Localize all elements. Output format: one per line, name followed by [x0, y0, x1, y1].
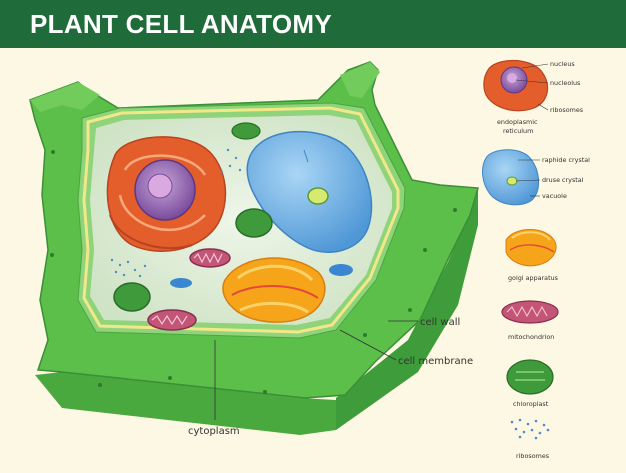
legend-druse-crystal-label: druse crystal: [542, 176, 584, 184]
legend-nucleolus-label: nucleolus: [550, 79, 581, 87]
chloroplast-3: [231, 122, 261, 140]
ribosome-dots: [110, 148, 242, 278]
golgi-apparatus-icon: [222, 257, 326, 323]
legend-chloroplast-label: chloroplast: [513, 400, 549, 408]
legend-vacuole-label: vacuole: [542, 192, 567, 200]
chloroplast-1: [235, 208, 273, 238]
legend-er-nucleus: [483, 60, 549, 112]
cell-wall-front-face: [35, 372, 336, 435]
legend-druse-crystal-icon: [506, 176, 518, 186]
cell-wall-label: cell wall: [420, 317, 460, 328]
legend-nucleus-label: nucleus: [550, 60, 575, 68]
cell-membrane-pointer: [339, 329, 397, 361]
cell-membrane-outline: [82, 106, 400, 334]
cell-membrane-label: cell membrane: [398, 356, 473, 367]
wall-pits: [50, 150, 457, 394]
legend-ribosomes-label: ribosomes: [516, 452, 550, 460]
legend-vacuole: [482, 149, 541, 206]
vesicle-1: [170, 278, 192, 288]
legend-nucleolus-icon: [507, 73, 517, 83]
druse-crystal-icon: [307, 187, 329, 205]
pointer-lines: [214, 320, 418, 420]
title-bar: PLANT CELL ANATOMY: [0, 0, 626, 48]
legend-golgi-label: golgi apparatus: [508, 274, 559, 282]
nucleolus-icon: [147, 173, 173, 199]
cell-wall-side-face: [336, 190, 478, 430]
cytoplasm-label: cytoplasm: [188, 426, 240, 437]
legend-er-label-line1: endoplasmic: [497, 118, 538, 126]
mitochondrion-1: [189, 248, 231, 268]
page-title: PLANT CELL ANATOMY: [30, 9, 332, 39]
legend-ribosomes-er-label: ribosomes: [550, 106, 584, 114]
legend-raphide-crystal-label: raphide crystal: [542, 156, 590, 164]
wall-arm-top-left: [30, 82, 100, 112]
legend-er-label-line2: reticulum: [503, 127, 533, 135]
wall-arm-top-right: [340, 62, 380, 98]
legend-golgi-icon: [505, 229, 557, 267]
chloroplast-2: [113, 282, 151, 312]
legend-ribosomes-icon: [510, 418, 550, 440]
vesicle-2: [329, 264, 353, 276]
legend-mitochondrion-icon: [501, 300, 559, 324]
raphide-crystal-icon: [303, 149, 309, 163]
mitochondrion-2: [147, 309, 197, 331]
legend-mitochondrion-label: mitochondrion: [508, 333, 554, 341]
legend-chloroplast-icon: [506, 359, 554, 395]
